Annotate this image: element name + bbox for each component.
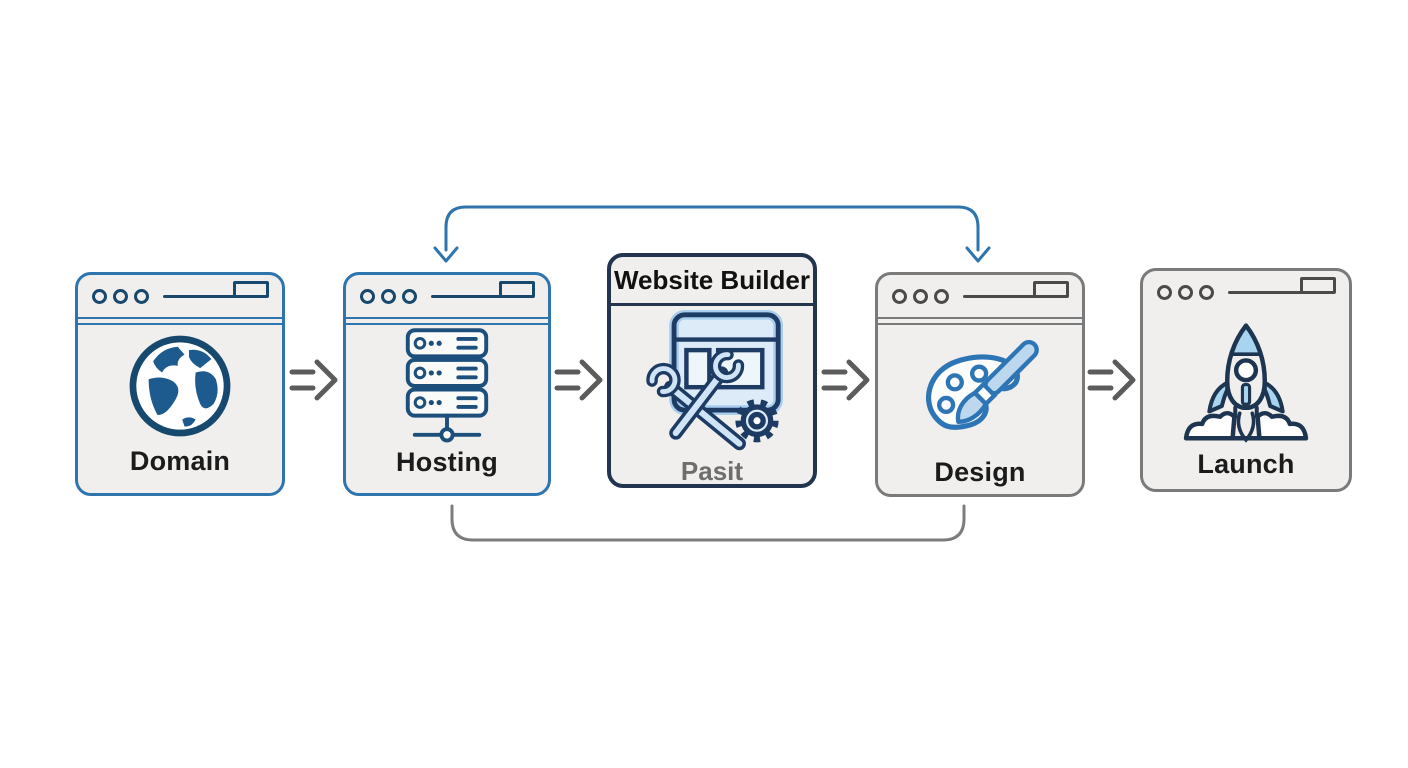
- step-label: Launch: [1197, 449, 1295, 479]
- paintbrush: [955, 339, 1039, 424]
- window-dot: [1199, 284, 1214, 300]
- window-dot: [113, 288, 128, 304]
- bottom-arc-connector: [450, 504, 966, 542]
- header-divider: [878, 317, 1082, 325]
- browser-header: [346, 275, 548, 317]
- palette-brush-icon: [878, 325, 1082, 457]
- arrowhead-down-right: [965, 246, 991, 263]
- header-button: [1033, 281, 1069, 298]
- browser-header: [78, 275, 282, 317]
- step-card-domain: Domain: [75, 272, 285, 496]
- double-chevron-arrow-icon: [1087, 359, 1136, 401]
- browser-header: [878, 275, 1082, 317]
- header-button: [1300, 277, 1336, 294]
- address-bar-line: [963, 294, 1062, 298]
- globe-icon: [78, 325, 282, 446]
- address-bar-line: [431, 294, 528, 298]
- double-chevron-arrow-icon: [554, 359, 603, 401]
- card-title: Website Builder: [611, 257, 813, 306]
- window-dot: [934, 288, 949, 304]
- window-dot: [134, 288, 149, 304]
- address-bar-line: [163, 294, 262, 298]
- double-chevron-arrow-icon: [289, 359, 338, 401]
- browser-header: [1143, 271, 1349, 313]
- window-dot: [913, 288, 928, 304]
- arrowhead-down-left: [433, 246, 459, 263]
- header-button: [499, 281, 535, 298]
- step-card-launch: Launch: [1140, 268, 1352, 492]
- builder-tools-icon: [611, 306, 813, 456]
- rocket-launch-icon: [1143, 313, 1349, 449]
- server-stack-icon: [346, 325, 548, 447]
- step-card-design: Design: [875, 272, 1085, 497]
- header-divider: [78, 317, 282, 325]
- header-button: [233, 281, 269, 298]
- step-label: Pasit: [680, 456, 744, 486]
- window-dot: [381, 288, 396, 304]
- step-card-website-builder: Website Builder: [607, 253, 817, 488]
- window-dot: [892, 288, 907, 304]
- step-label: Domain: [129, 446, 231, 476]
- window-dot: [92, 288, 107, 304]
- step-label: Design: [934, 457, 1026, 487]
- window-dot: [360, 288, 375, 304]
- step-card-hosting: Hosting: [343, 272, 551, 496]
- double-chevron-arrow-icon: [821, 359, 870, 401]
- address-bar-line: [1228, 290, 1329, 294]
- window-dot: [1178, 284, 1193, 300]
- window-dot: [1157, 284, 1172, 300]
- window-dot: [402, 288, 417, 304]
- step-label: Hosting: [396, 447, 498, 477]
- header-divider: [346, 317, 548, 325]
